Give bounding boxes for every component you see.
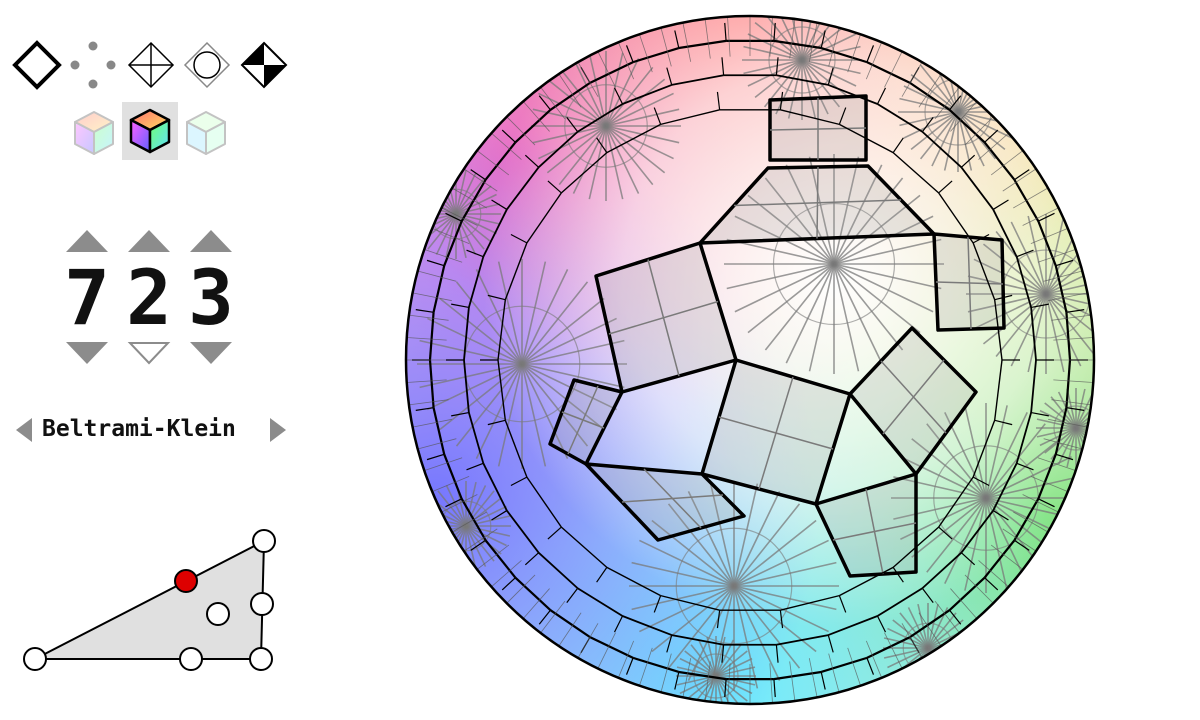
node-interior[interactable]	[206, 602, 230, 626]
symbol-p-digit: 7	[64, 253, 110, 342]
symbol-p-up-arrow[interactable]	[64, 228, 110, 254]
edges-icon[interactable]	[12, 40, 62, 90]
node-edge-bottom[interactable]	[179, 647, 203, 671]
cube-pastel-icon[interactable]	[74, 111, 114, 155]
symbol-q-down-arrow-disabled[interactable]	[126, 340, 172, 366]
node-vertex-top[interactable]	[252, 529, 276, 553]
tiling-disc	[406, 16, 1094, 704]
node-vertex-right[interactable]	[249, 647, 273, 671]
projection-label: Beltrami-Klein	[42, 416, 236, 442]
circle-in-diamond-icon[interactable]	[182, 41, 232, 90]
cube-cyan-icon[interactable]	[186, 111, 226, 155]
node-vertex-left[interactable]	[23, 647, 47, 671]
symbol-r-down-arrow[interactable]	[188, 340, 234, 366]
symbol-q-up-arrow[interactable]	[126, 228, 172, 254]
display-mode-toolbar	[10, 38, 292, 94]
projection-next-arrow[interactable]	[266, 416, 290, 444]
faces-cross-icon[interactable]	[126, 41, 176, 90]
tiling-view[interactable]	[398, 8, 1102, 712]
checkered-diamond-icon[interactable]	[238, 41, 290, 90]
projection-prev-arrow[interactable]	[12, 416, 36, 444]
symbol-r-digit: 3	[188, 253, 234, 342]
symbol-selector: 7 2 3	[62, 228, 242, 370]
disc-boundary	[404, 14, 1096, 706]
node-edge-right[interactable]	[250, 592, 274, 616]
fundamental-triangle	[23, 529, 276, 671]
color-mode-toolbar	[68, 102, 236, 162]
node-edge-hypotenuse[interactable]	[174, 569, 198, 593]
symbol-r-up-arrow[interactable]	[188, 228, 234, 254]
cube-vivid-icon[interactable]	[129, 108, 171, 154]
vertices-icon[interactable]	[68, 41, 118, 91]
symbol-p-down-arrow[interactable]	[64, 340, 110, 366]
symbol-q-digit: 2	[126, 253, 172, 342]
